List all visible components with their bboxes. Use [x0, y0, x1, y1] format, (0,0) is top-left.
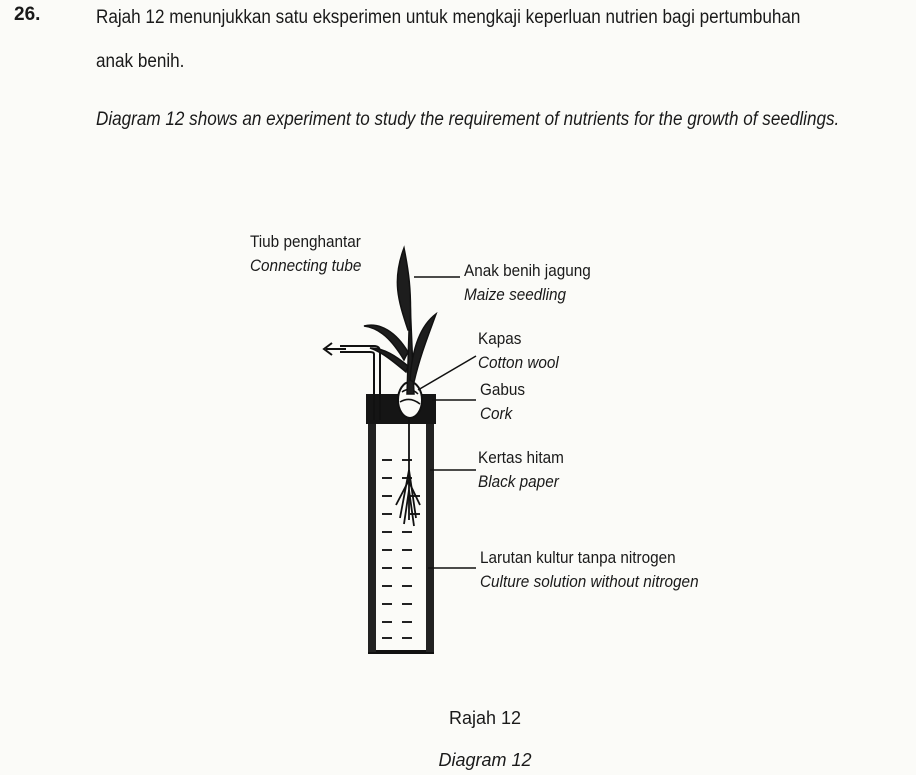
label-cork: Gabus Cork [480, 378, 525, 426]
question-text-malay: Rajah 12 menunjukkan satu eksperimen unt… [96, 7, 801, 72]
leader-cotton [417, 355, 477, 391]
roots [395, 418, 421, 527]
maize-seedling-english: Maize seedling [464, 285, 567, 304]
caption-malay: Rajah 12 [448, 708, 522, 728]
culture-solution-malay: Larutan kultur tanpa nitrogen [480, 548, 676, 567]
connecting-tube-english: Connecting tube [250, 256, 362, 275]
cork-english: Cork [480, 404, 513, 423]
maize-seedling [363, 245, 438, 395]
arrow-icon [322, 342, 346, 356]
cotton-wool-malay: Kapas [478, 329, 522, 348]
label-connecting-tube: Tiub penghantar Connecting tube [250, 230, 361, 278]
cork-malay: Gabus [480, 380, 526, 399]
label-culture-solution: Larutan kultur tanpa nitrogen Culture so… [480, 546, 699, 594]
culture-solution-english: Culture solution without nitrogen [480, 572, 699, 591]
culture-solution [382, 459, 420, 639]
black-paper-malay: Kertas hitam [478, 448, 564, 467]
caption-english: Diagram 12 [438, 750, 532, 770]
connecting-tube-malay: Tiub penghantar [250, 232, 361, 251]
black-paper-english: Black paper [478, 472, 559, 491]
cotton-wool-english: Cotton wool [478, 353, 559, 372]
question-number: 26. [14, 4, 41, 25]
label-cotton-wool: Kapas Cotton wool [478, 327, 559, 375]
label-maize-seedling: Anak benih jagung Maize seedling [464, 259, 591, 307]
test-tube [368, 394, 434, 654]
question-text-english: Diagram 12 shows an experiment to study … [96, 109, 840, 130]
maize-seedling-malay: Anak benih jagung [464, 261, 591, 280]
black-paper [368, 420, 376, 652]
label-black-paper: Kertas hitam Black paper [478, 446, 564, 494]
